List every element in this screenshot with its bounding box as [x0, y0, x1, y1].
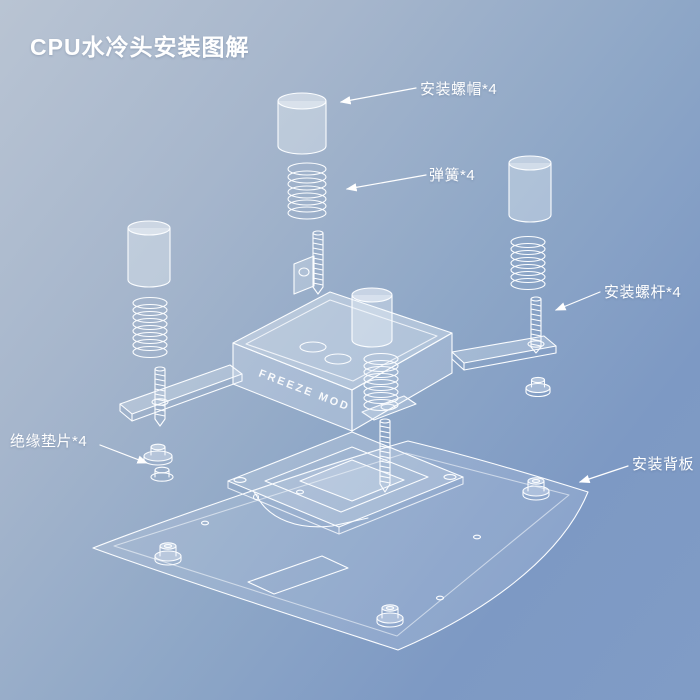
washer-right — [525, 376, 551, 398]
arrow-nut — [339, 87, 417, 105]
spring-right — [510, 235, 546, 291]
nut-top — [277, 92, 327, 155]
arrow-screw — [554, 291, 601, 311]
washer-left — [143, 443, 173, 466]
arrow-washer — [99, 444, 149, 464]
backplate-grommet-bottom — [376, 604, 404, 628]
arrow-backplate — [578, 465, 629, 483]
backplate-grommet-left — [154, 542, 182, 566]
page-title: CPU水冷头安装图解 — [30, 34, 250, 60]
nut-right — [508, 155, 552, 223]
standoff-left — [150, 466, 174, 482]
screw-right — [530, 296, 542, 354]
label-screw: 安装螺杆*4 — [604, 284, 682, 301]
annotation-arrows — [99, 87, 629, 483]
arrow-spring — [345, 174, 427, 192]
label-nut: 安装螺帽*4 — [420, 81, 498, 98]
label-washer: 绝缘垫片*4 — [10, 433, 88, 450]
spring-top — [287, 162, 327, 220]
water-block: FREEZE MOD — [232, 287, 453, 432]
block-port-cylinder — [351, 287, 393, 348]
label-backplate: 安装背板 — [632, 456, 695, 473]
cpu-socket-lever — [252, 491, 369, 528]
label-spring: 弹簧*4 — [429, 167, 476, 184]
screw-center — [379, 418, 391, 493]
nut-left — [127, 220, 171, 288]
backplate-grommet-right — [522, 477, 550, 501]
screw-left — [154, 366, 166, 427]
spring-left — [132, 296, 168, 359]
retention-frame — [227, 431, 464, 535]
screw-top — [312, 230, 324, 295]
